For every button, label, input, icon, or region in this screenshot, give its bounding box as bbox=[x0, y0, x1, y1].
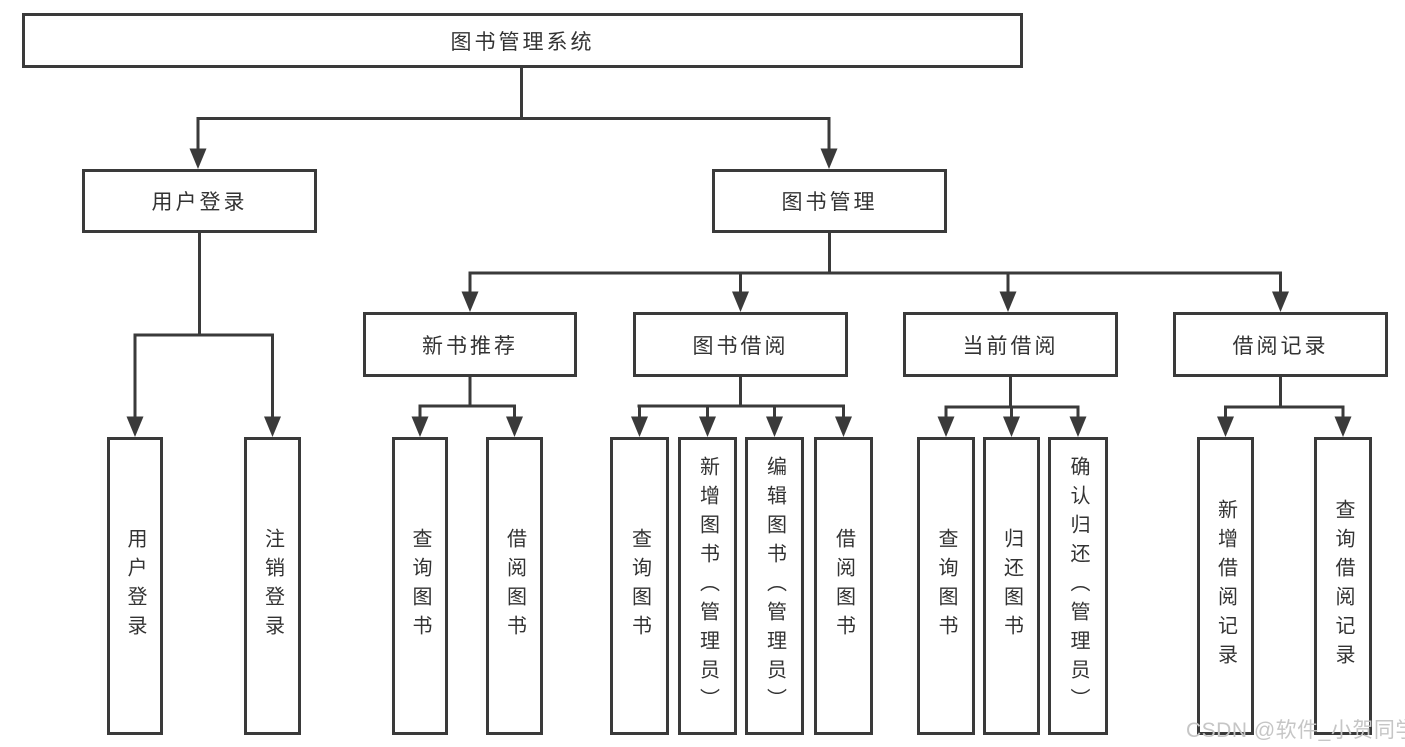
arrowheads bbox=[126, 148, 1352, 437]
leaf-user-login: 用户登录 bbox=[107, 437, 163, 735]
node-user-login: 用户登录 bbox=[82, 169, 317, 233]
leaf-query-borrow-record: 查询借阅记录 bbox=[1314, 437, 1372, 735]
edges-borrowing-records bbox=[1224, 377, 1345, 420]
leaf-query-books-3: 查询图书 bbox=[917, 437, 975, 735]
leaf-borrow-books-1: 借阅图书 bbox=[486, 437, 543, 735]
node-book-management: 图书管理 bbox=[712, 169, 947, 233]
leaf-query-books-2: 查询图书 bbox=[610, 437, 669, 735]
leaf-borrow-books-2: 借阅图书 bbox=[814, 437, 873, 735]
leaf-edit-book-admin: 编辑图书（管理员） bbox=[745, 437, 804, 735]
node-book-borrowing: 图书借阅 bbox=[633, 312, 848, 377]
node-borrowing-records: 借阅记录 bbox=[1173, 312, 1388, 377]
leaf-query-books-1: 查询图书 bbox=[392, 437, 448, 735]
node-new-book-recommend: 新书推荐 bbox=[363, 312, 577, 377]
edges-new-book-recommend bbox=[418, 377, 516, 420]
edges-current-borrowing bbox=[944, 377, 1080, 420]
edges-root bbox=[196, 68, 831, 152]
leaf-confirm-return-admin: 确认归还（管理员） bbox=[1048, 437, 1108, 735]
leaf-return-book: 归还图书 bbox=[983, 437, 1040, 735]
node-library-system: 图书管理系统 bbox=[22, 13, 1023, 68]
node-current-borrowing: 当前借阅 bbox=[903, 312, 1118, 377]
edges-book-borrowing bbox=[637, 377, 845, 420]
leaf-logout: 注销登录 bbox=[244, 437, 301, 735]
leaf-add-borrow-record: 新增借阅记录 bbox=[1197, 437, 1254, 735]
edges-user-login bbox=[133, 233, 274, 420]
watermark-text: CSDN @软件_小贺同学 bbox=[1186, 719, 1405, 742]
leaf-add-book-admin: 新增图书（管理员） bbox=[678, 437, 737, 735]
edges-book-management bbox=[468, 233, 1282, 295]
